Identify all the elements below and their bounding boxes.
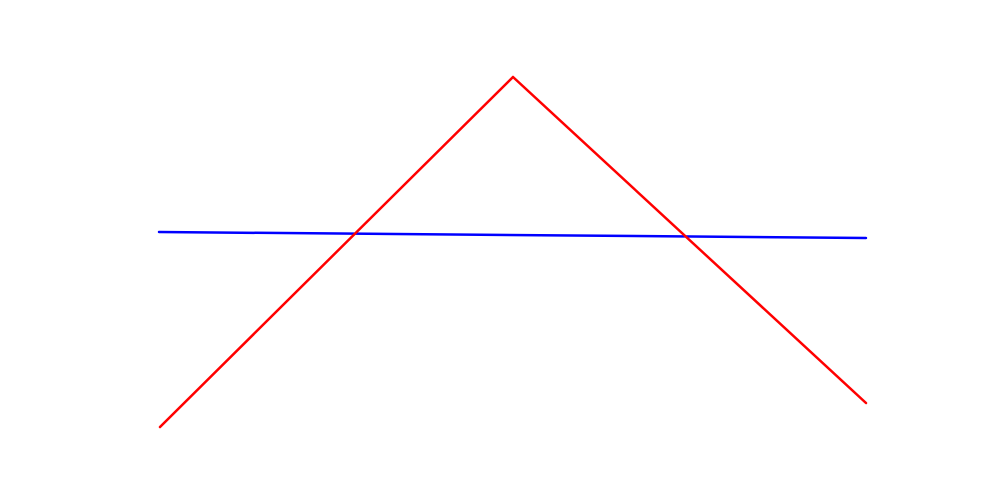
red-line [158, 75, 868, 429]
blue-line [157, 230, 868, 240]
